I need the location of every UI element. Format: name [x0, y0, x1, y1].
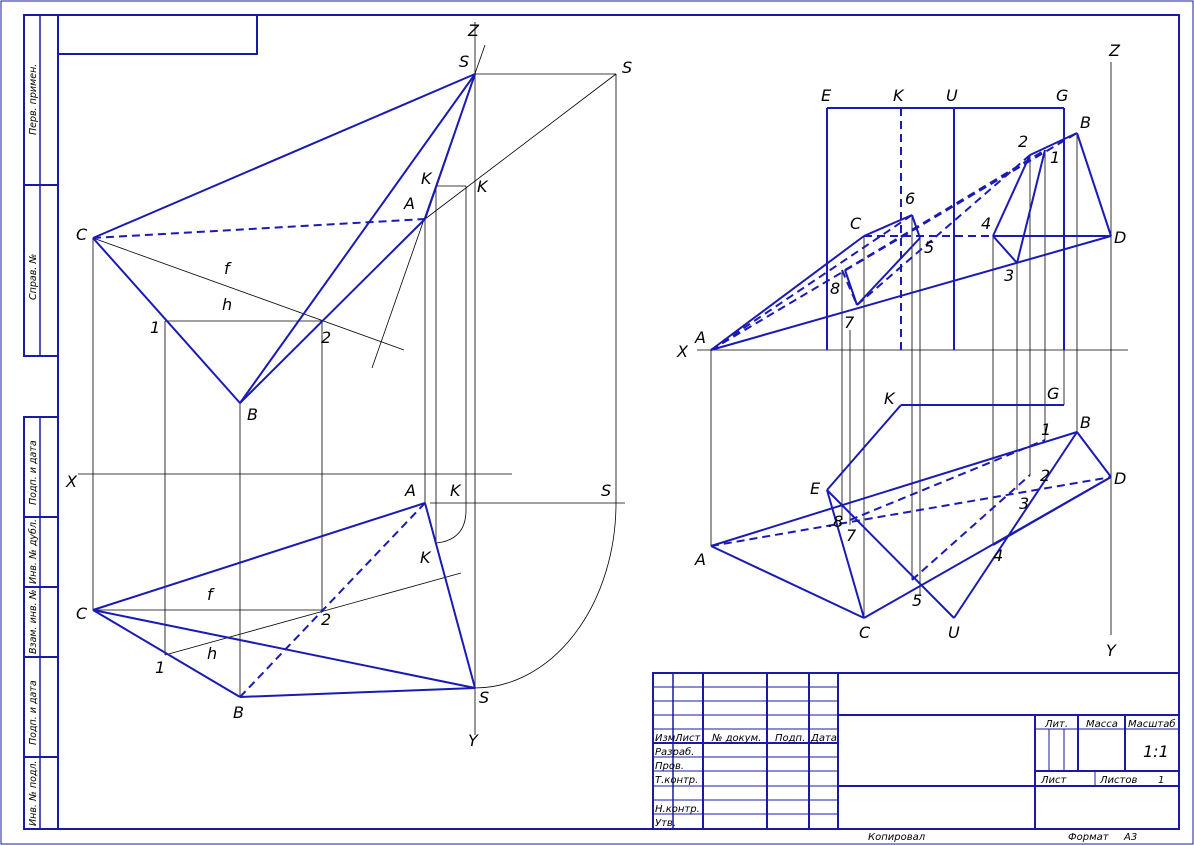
label-4-top: 4 — [981, 214, 991, 233]
tb-sheet-label: Лист — [1040, 775, 1068, 786]
tb-izm: Изм. — [655, 733, 679, 744]
tb-sheets-label: Листов — [1099, 775, 1137, 786]
tb-utv: Утв. — [655, 818, 676, 829]
label-s-right-bot: S — [601, 481, 611, 500]
label-6-top: 6 — [905, 189, 915, 208]
label-a-top-right: A — [694, 328, 706, 347]
tb-list: Лист — [674, 733, 702, 744]
label-k-top-right: K — [893, 86, 905, 105]
stamp-cell-7: Инв. № подл. — [28, 760, 39, 826]
label-e-top: E — [821, 86, 832, 105]
label-z-right: Z — [1108, 41, 1121, 60]
label-h-top: h — [222, 295, 232, 314]
tb-sheets-value: 1 — [1158, 775, 1164, 786]
label-c-bot-right: C — [859, 623, 871, 642]
stamp-cell-4: Инв. № дубл. — [28, 519, 39, 584]
label-a-bot: A — [404, 481, 416, 500]
label-k-top: K — [421, 169, 433, 188]
label-s-bot: S — [479, 688, 489, 707]
label-2-top: 2 — [321, 328, 331, 347]
label-2-bot: 2 — [321, 610, 331, 629]
label-b-bot: B — [233, 703, 244, 722]
label-x-right: X — [676, 342, 689, 361]
label-3-top: 3 — [1004, 266, 1014, 285]
stamp-cell-2: Справ. № — [28, 254, 39, 300]
label-c-top-right: C — [850, 214, 862, 233]
label-d-top: D — [1114, 228, 1126, 247]
label-y-right: Y — [1106, 641, 1117, 660]
label-x-left: X — [65, 472, 78, 491]
tb-data: Дата — [810, 733, 837, 744]
label-2-top-right: 2 — [1018, 132, 1028, 151]
label-h-bot: h — [207, 644, 217, 663]
label-b-top-right: B — [1080, 113, 1091, 132]
tb-lit: Лит. — [1044, 719, 1068, 730]
stamp-cell-5: Взам. инв. № — [28, 589, 39, 654]
label-y-left: Y — [468, 731, 479, 750]
title-block: Изм. Лист № докум. Подп. Дата Разраб. Пр… — [652, 672, 1180, 830]
label-1-bot-right: 1 — [1041, 420, 1051, 439]
stamp-cell-1: Перв. примен. — [28, 64, 39, 135]
tb-razrab: Разраб. — [655, 746, 694, 758]
label-c-top: C — [76, 225, 88, 244]
label-7-bot: 7 — [846, 526, 857, 545]
label-g-top: G — [1056, 86, 1068, 105]
label-8-bot: .8 — [828, 512, 843, 531]
stamp-cell-3: Подп. и дата — [28, 440, 39, 505]
tb-massa: Масса — [1086, 719, 1118, 730]
footer-format-value: A3 — [1123, 832, 1137, 843]
label-s-right-top: S — [622, 58, 632, 77]
label-c-bot: C — [76, 604, 88, 623]
label-5-top: 5 — [924, 238, 934, 257]
label-a-bot-right: A — [694, 550, 706, 569]
label-e-bot: E — [810, 479, 821, 498]
label-1-top: 1 — [150, 318, 160, 337]
label-k-bot: K — [450, 481, 462, 500]
label-u-top: U — [946, 86, 958, 105]
label-a-top: A — [403, 194, 415, 213]
label-4-bot: 4 — [993, 546, 1003, 565]
tb-tkontr: Т.контр. — [655, 775, 698, 786]
label-2-bot-right: 2 — [1040, 466, 1050, 485]
label-s-top: S — [459, 52, 469, 71]
label-3-bot: 3 — [1019, 494, 1029, 513]
tb-scale-value: 1:1 — [1143, 742, 1169, 761]
stamp-cell-6: Подп. и дата — [28, 680, 39, 745]
label-7-top: 7 — [844, 313, 855, 332]
tb-prov: Пров. — [655, 761, 684, 772]
label-5-bot: 5 — [912, 591, 922, 610]
label-k-bot2: K — [420, 548, 432, 567]
side-stamp: Перв. примен. Справ. № Подп. и дата Инв.… — [23, 14, 59, 830]
tb-podp: Подп. — [775, 733, 805, 744]
tb-masshtab: Масштаб — [1128, 718, 1176, 730]
label-u-bot: U — [948, 623, 960, 642]
footer-format-label: Формат — [1068, 832, 1110, 843]
label-d-bot: D — [1114, 469, 1126, 488]
label-k-bot-right: K — [884, 389, 896, 408]
label-1-top-right: 1 — [1050, 148, 1060, 167]
label-g-bot: G — [1047, 384, 1059, 403]
left-view: Z S S C A K K f h 1 2 B X A K S K C f 2 … — [65, 21, 632, 750]
tb-doc: № докум. — [711, 733, 761, 744]
label-k-top2: K — [477, 177, 489, 196]
label-f-bot: f — [207, 585, 215, 604]
label-z-left: Z — [467, 21, 480, 40]
label-b-bot-right: B — [1080, 413, 1091, 432]
tb-nkontr: Н.контр. — [655, 804, 700, 815]
footer-copied: Копировал — [868, 832, 926, 843]
label-8-top: 8 — [830, 279, 840, 298]
label-1-bot: 1 — [155, 658, 165, 677]
label-f-top: f — [224, 259, 232, 278]
label-b-top: B — [247, 405, 258, 424]
right-view: Z E K U G B 2 1 6 C 4 D 5 3 8 7 A X K G … — [676, 41, 1128, 660]
